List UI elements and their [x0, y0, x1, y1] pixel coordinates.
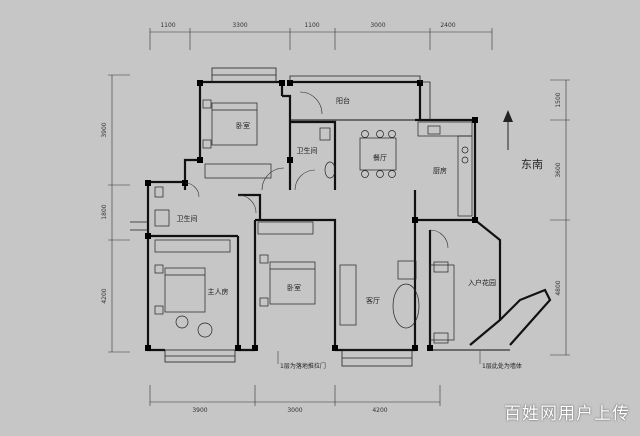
dim-left-1: 3900: [101, 122, 108, 137]
dim-top-1: 1100: [160, 22, 175, 29]
room-labels: 阳台 卧室 卫生间 餐厅 厨房 卫生间 卧室 主人房 客厅 入户花园 东南: [177, 96, 544, 305]
room-entry-garden: 入户花园: [468, 278, 496, 287]
room-living: 客厅: [366, 296, 380, 305]
room-bathroom-top: 卫生间: [297, 146, 318, 155]
dim-bottom-2: 3000: [287, 407, 302, 414]
dim-top-4: 3000: [370, 22, 385, 29]
dimension-labels: 1100 3300 1100 3000 2400 3900 3000 4200 …: [101, 22, 562, 414]
dim-top-5: 2400: [440, 22, 455, 29]
room-kitchen: 厨房: [433, 166, 447, 175]
room-bathroom-left: 卫生间: [177, 214, 198, 223]
dim-right-1: 1500: [555, 92, 562, 107]
furniture: [154, 99, 473, 344]
note-sliding-door: 1层为落地推拉门: [280, 362, 326, 370]
dim-right-3: 4800: [555, 280, 562, 295]
north-arrow-icon: [503, 110, 513, 150]
dim-left-3: 4200: [101, 288, 108, 303]
room-master-bedroom: 主人房: [208, 287, 229, 296]
dim-left-2: 1800: [101, 204, 108, 219]
room-bedroom-top: 卧室: [236, 121, 250, 130]
room-bedroom-mid: 卧室: [287, 283, 301, 292]
note-wall: 1层此处为墙体: [482, 362, 522, 370]
windows: [130, 67, 431, 367]
room-balcony: 阳台: [336, 96, 350, 105]
room-dining: 餐厅: [373, 153, 387, 162]
notes: 1层为落地推拉门 1层此处为墙体: [277, 351, 522, 370]
dim-right-2: 3600: [555, 162, 562, 177]
walls: [146, 80, 552, 352]
dimension-lines: [108, 28, 570, 406]
watermark: 百姓网用户上传: [504, 404, 630, 424]
dim-top-3: 1100: [304, 22, 319, 29]
orientation-label: 东南: [521, 158, 543, 171]
dim-top-2: 3300: [232, 22, 247, 29]
dim-bottom-3: 4200: [372, 407, 387, 414]
doors: [184, 91, 449, 249]
dim-bottom-1: 3900: [192, 407, 207, 414]
